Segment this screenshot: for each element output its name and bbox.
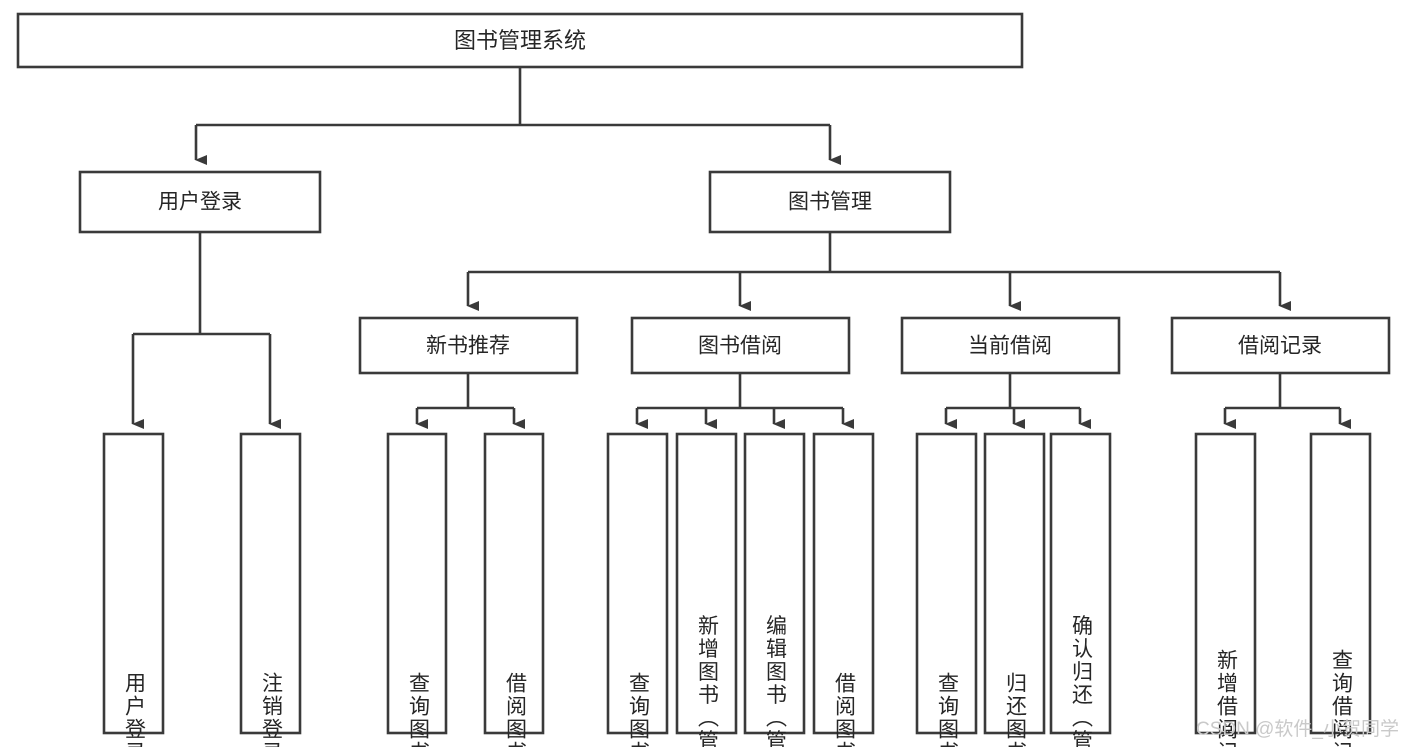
leaf-book-borrow-3[interactable]: 编辑图书（管理员） [743,432,806,747]
leaf-current-borrow-3[interactable]: 确认归还（管理员） [1049,432,1112,747]
node-new-book-recommend[interactable]: 新书推荐 [358,316,579,375]
leaf-borrow-records-1[interactable]: 新增借阅记录 [1194,432,1257,747]
node-borrow-records[interactable]: 借阅记录 [1170,316,1391,375]
leaf-book-borrow-3-label: 编辑图书（管理员） [763,615,787,747]
node-borrow-records-label: 借阅记录 [1238,335,1322,358]
leaf-book-borrow-2[interactable]: 新增图书（管理员） [675,432,738,747]
node-book-management-label: 图书管理 [788,191,872,214]
node-current-borrow[interactable]: 当前借阅 [900,316,1121,375]
leaf-current-borrow-3-label: 确认归还（管理员） [1069,615,1093,747]
leaf-user-login-1-label: 用户登录 [122,672,146,747]
leaf-borrow-records-2[interactable]: 查询借阅记录 [1309,432,1372,747]
node-book-management[interactable]: 图书管理 [708,170,952,234]
leaf-book-borrow-4-label: 借阅图书 [832,672,856,747]
leaf-user-login-1[interactable]: 用户登录 [102,432,165,747]
leaf-user-login-2-label: 注销登录 [259,672,283,747]
leaf-current-borrow-2-label: 归还图书 [1003,672,1027,747]
leaf-borrow-records-1-label: 新增借阅记录 [1214,649,1238,747]
node-current-borrow-label: 当前借阅 [968,335,1052,358]
node-new-book-recommend-label: 新书推荐 [426,335,510,358]
leaf-book-borrow-4[interactable]: 借阅图书 [812,432,875,747]
leaf-new-book-1[interactable]: 查询图书 [386,432,448,747]
node-book-borrow-label: 图书借阅 [698,335,782,358]
node-book-borrow[interactable]: 图书借阅 [630,316,851,375]
node-root[interactable]: 图书管理系统 [16,12,1024,69]
leaf-book-borrow-1[interactable]: 查询图书 [606,432,669,747]
leaf-current-borrow-1-label: 查询图书 [935,672,959,747]
leaf-new-book-2[interactable]: 借阅图书 [483,432,545,747]
leaf-current-borrow-2[interactable]: 归还图书 [983,432,1046,747]
leaf-book-borrow-2-label: 新增图书（管理员） [695,615,719,747]
node-user-login[interactable]: 用户登录 [78,170,322,234]
node-user-login-label: 用户登录 [158,191,242,214]
leaf-borrow-records-2-label: 查询借阅记录 [1329,649,1353,747]
leaf-new-book-2-label: 借阅图书 [503,672,527,747]
leaf-current-borrow-1[interactable]: 查询图书 [915,432,978,747]
node-root-label: 图书管理系统 [454,28,586,53]
leaf-book-borrow-1-label: 查询图书 [626,672,650,747]
leaf-user-login-2[interactable]: 注销登录 [239,432,302,747]
leaf-new-book-1-label: 查询图书 [406,672,430,747]
